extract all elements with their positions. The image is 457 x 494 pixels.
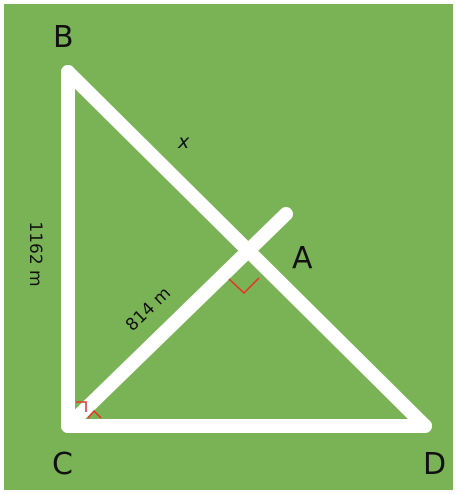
right-angle-markers <box>76 277 260 419</box>
right-angle-marker-c <box>76 401 87 412</box>
point-label-a: A <box>292 241 313 276</box>
point-label-c: C <box>52 447 73 482</box>
road-ca <box>61 207 293 433</box>
point-label-b: B <box>53 20 74 55</box>
roads-group <box>61 65 432 433</box>
length-label-bc: 1162 m <box>25 221 45 286</box>
point-label-d: D <box>423 447 446 482</box>
right-angle-marker-a <box>228 277 260 295</box>
length-label-ba: x <box>177 131 190 153</box>
right-angle-marker-c-inner <box>87 409 102 419</box>
